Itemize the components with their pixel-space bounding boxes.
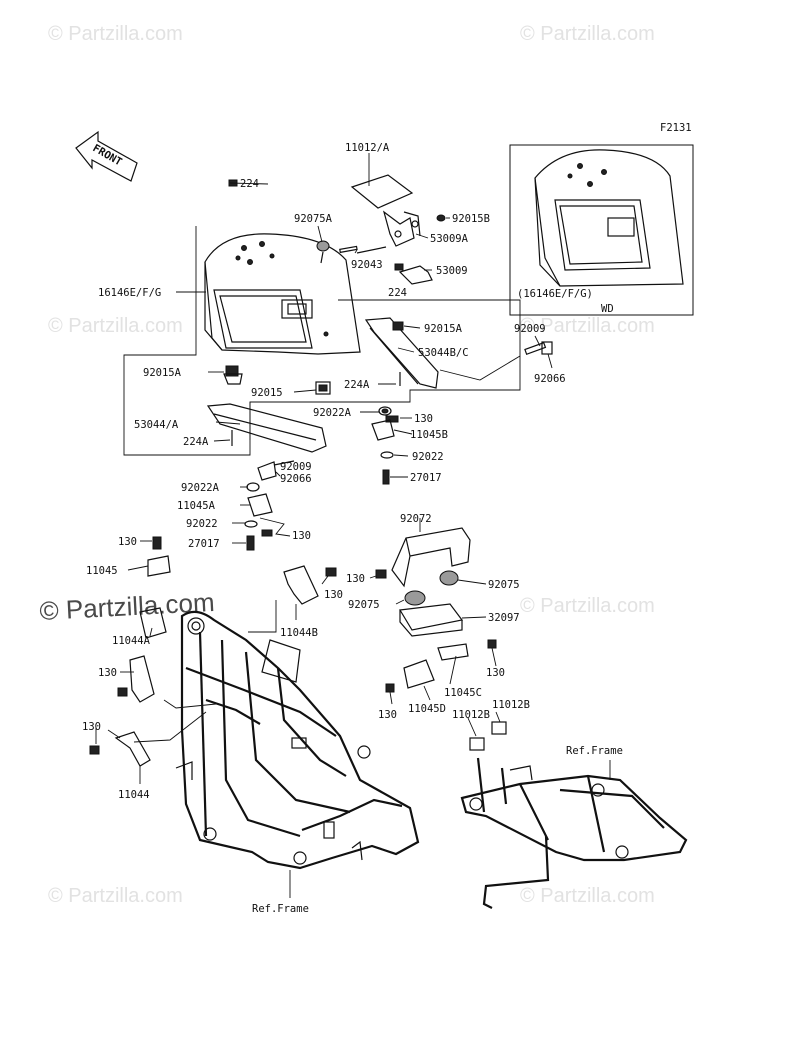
label-130-h: 130 xyxy=(82,721,101,733)
left-brackets xyxy=(89,607,167,767)
label-53044a: 53044/A xyxy=(134,419,179,431)
watermark-large: © Partzilla.com xyxy=(39,587,216,626)
watermark-mid-left: © Partzilla.com xyxy=(48,315,183,337)
label-92022a-right: 92022A xyxy=(313,407,352,419)
label-224a-right: 224A xyxy=(344,379,370,391)
label-92022-left: 92022 xyxy=(186,518,218,530)
label-11012b-left: 11012B xyxy=(452,709,490,721)
tank-cover xyxy=(204,233,361,355)
inset-part-label: (16146E/F/G) xyxy=(517,288,593,300)
label-11012a: 11012/A xyxy=(345,142,390,154)
label-11044a: 11044A xyxy=(112,635,151,647)
label-11045d: 11045D xyxy=(408,703,446,715)
part-labels: 11012/A 224 92015B 92075A 53009A 92043 5… xyxy=(82,142,623,915)
label-53009a: 53009A xyxy=(430,233,469,245)
figure-code: F2131 xyxy=(660,122,692,134)
label-27017-right: 27017 xyxy=(410,472,442,484)
label-92015a-right: 92015A xyxy=(424,323,463,335)
label-92009-left: 92009 xyxy=(280,461,312,473)
label-11045a: 11045A xyxy=(177,500,216,512)
label-53044bc: 53044B/C xyxy=(418,347,469,359)
watermark-lower-right: © Partzilla.com xyxy=(520,595,655,617)
label-92066-left: 92066 xyxy=(280,473,312,485)
label-32097: 32097 xyxy=(488,612,520,624)
label-16146efg: 16146E/F/G xyxy=(98,287,161,299)
watermark-top-left: © Partzilla.com xyxy=(48,23,183,45)
label-92009-right: 92009 xyxy=(514,323,546,335)
watermark-top-right: © Partzilla.com xyxy=(520,23,655,45)
label-92015b: 92015B xyxy=(452,213,490,225)
label-92015a-left: 92015A xyxy=(143,367,182,379)
label-11045b: 11045B xyxy=(410,429,448,441)
watermark-bottom-left: © Partzilla.com xyxy=(48,885,183,907)
label-92022-right: 92022 xyxy=(412,451,444,463)
front-arrow: FRONT xyxy=(75,130,138,182)
label-11045c: 11045C xyxy=(444,687,482,699)
cover-plate xyxy=(228,174,446,285)
label-130-e: 130 xyxy=(486,667,505,679)
battery-holder xyxy=(375,527,497,693)
sub-frame xyxy=(460,721,688,909)
label-ref-frame-right: Ref.Frame xyxy=(566,745,623,757)
label-92015: 92015 xyxy=(251,387,283,399)
center-fasteners xyxy=(147,341,553,577)
label-130-c: 130 xyxy=(346,573,365,585)
label-11044: 11044 xyxy=(118,789,150,801)
watermark-mid-right: © Partzilla.com xyxy=(520,315,655,337)
label-11044b: 11044B xyxy=(280,627,318,639)
label-130-g: 130 xyxy=(378,709,397,721)
label-92066-right: 92066 xyxy=(534,373,566,385)
label-92072: 92072 xyxy=(400,513,432,525)
leader-lines xyxy=(95,153,611,898)
label-92022a-left: 92022A xyxy=(181,482,220,494)
bracket-53044a xyxy=(206,365,331,453)
label-92075a: 92075A xyxy=(294,213,333,225)
label-92075-right: 92075 xyxy=(488,579,520,591)
bracket-53044bc xyxy=(364,317,439,389)
bracket-11044b xyxy=(283,565,337,605)
label-11045: 11045 xyxy=(86,565,118,577)
label-92075-left: 92075 xyxy=(348,599,380,611)
label-53009: 53009 xyxy=(436,265,468,277)
inset-box: (16146E/F/G) WD xyxy=(509,144,694,316)
watermark-layer: © Partzilla.com © Partzilla.com © Partzi… xyxy=(39,23,655,907)
label-130-d: 130 xyxy=(324,589,343,601)
label-130-f: 130 xyxy=(98,667,117,679)
label-92043: 92043 xyxy=(351,259,383,271)
main-frame xyxy=(175,610,420,870)
label-27017-left: 27017 xyxy=(188,538,220,550)
label-130-right: 130 xyxy=(414,413,433,425)
label-130-b: 130 xyxy=(118,536,137,548)
watermark-bottom-right: © Partzilla.com xyxy=(520,885,655,907)
label-11012b-right: 11012B xyxy=(492,699,530,711)
inset-variant-label: WD xyxy=(601,303,614,315)
label-224-top: 224 xyxy=(240,178,259,190)
label-224a-left: 224A xyxy=(183,436,209,448)
label-ref-frame-bottom: Ref.Frame xyxy=(252,903,309,915)
label-130-a: 130 xyxy=(292,530,311,542)
label-224-mid: 224 xyxy=(388,287,407,299)
